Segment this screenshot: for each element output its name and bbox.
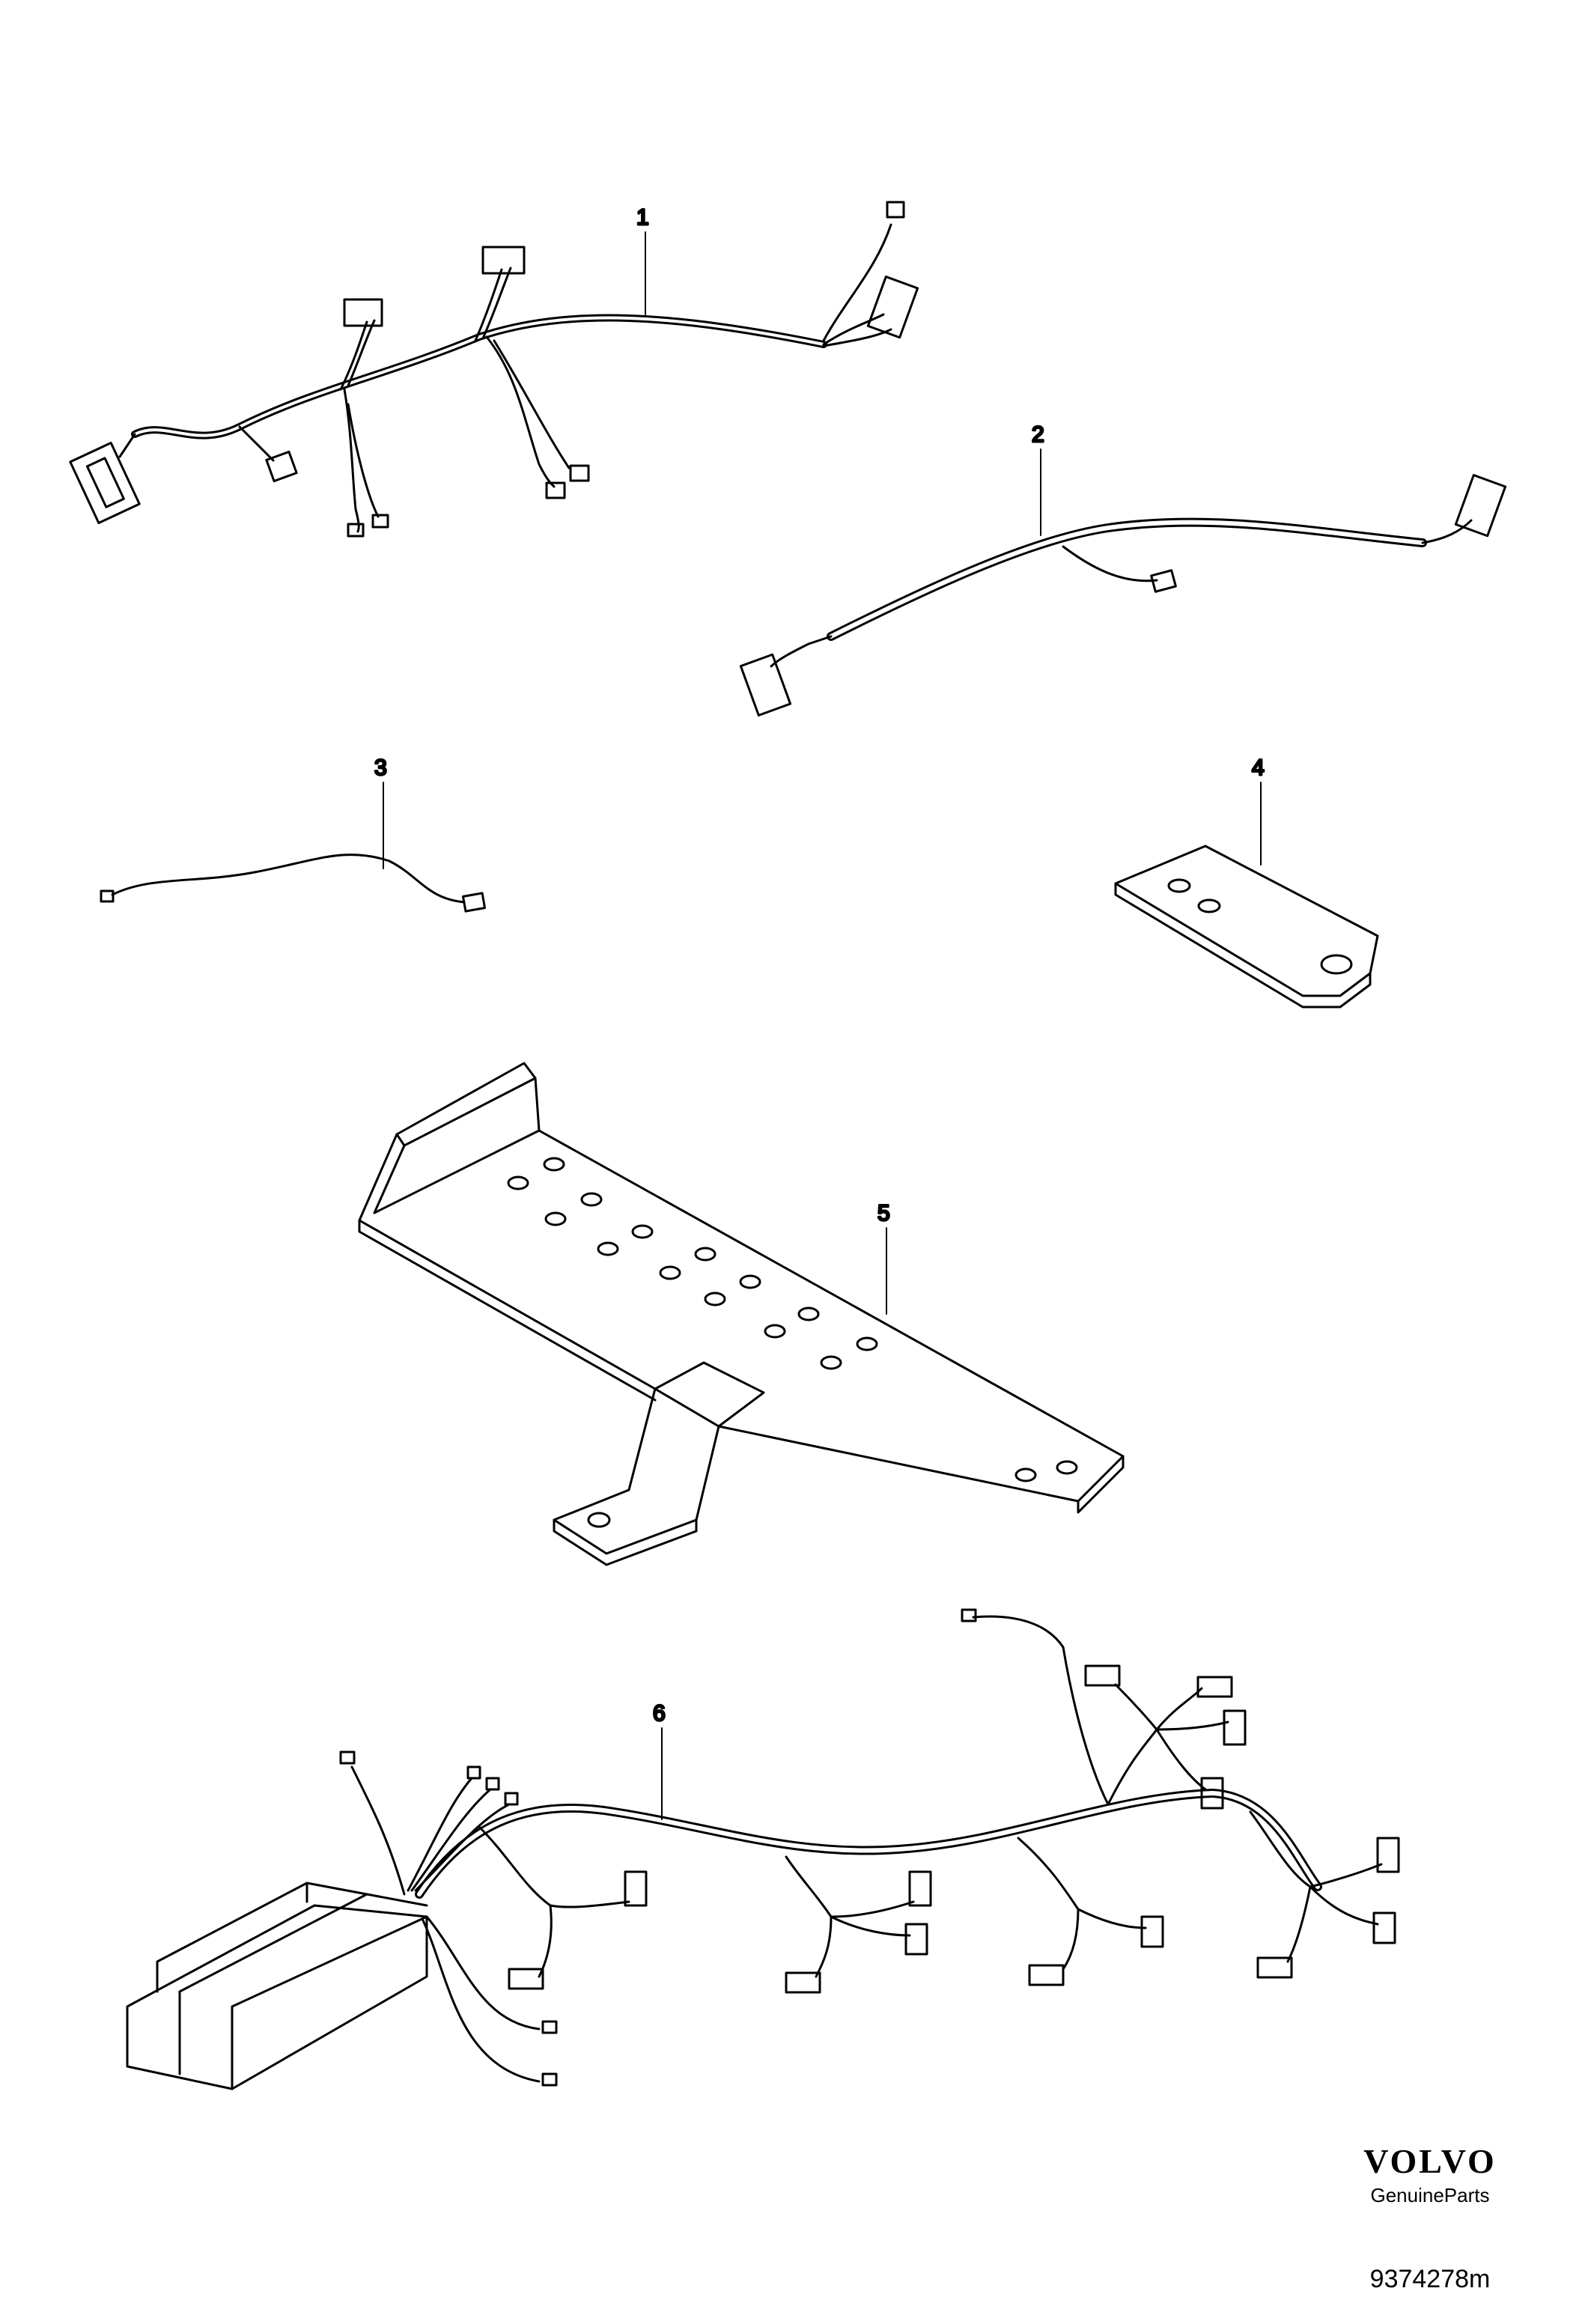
callout-5: 5: [877, 1201, 890, 1226]
volvo-logo: VOLVO GenuineParts: [1318, 2141, 1542, 2207]
part-3-lead: [100, 854, 487, 913]
callout-1: 1: [636, 205, 649, 230]
part-6-main-harness: [126, 1608, 1400, 2090]
brand-tagline: GenuineParts: [1370, 2184, 1490, 2206]
part-2-cable: [739, 474, 1507, 717]
document-number: 9374278m: [1369, 2265, 1491, 2293]
callout-3: 3: [374, 755, 387, 780]
part-4-bracket: [1114, 845, 1379, 1009]
part-5-mounting-bracket: [358, 1062, 1125, 1566]
brand-logo-text: VOLVO: [1363, 2142, 1497, 2180]
callout-4: 4: [1252, 755, 1265, 780]
callout-2: 2: [1032, 422, 1044, 447]
callout-6: 6: [653, 1701, 666, 1726]
part-1-wiring-harness: [69, 201, 919, 538]
